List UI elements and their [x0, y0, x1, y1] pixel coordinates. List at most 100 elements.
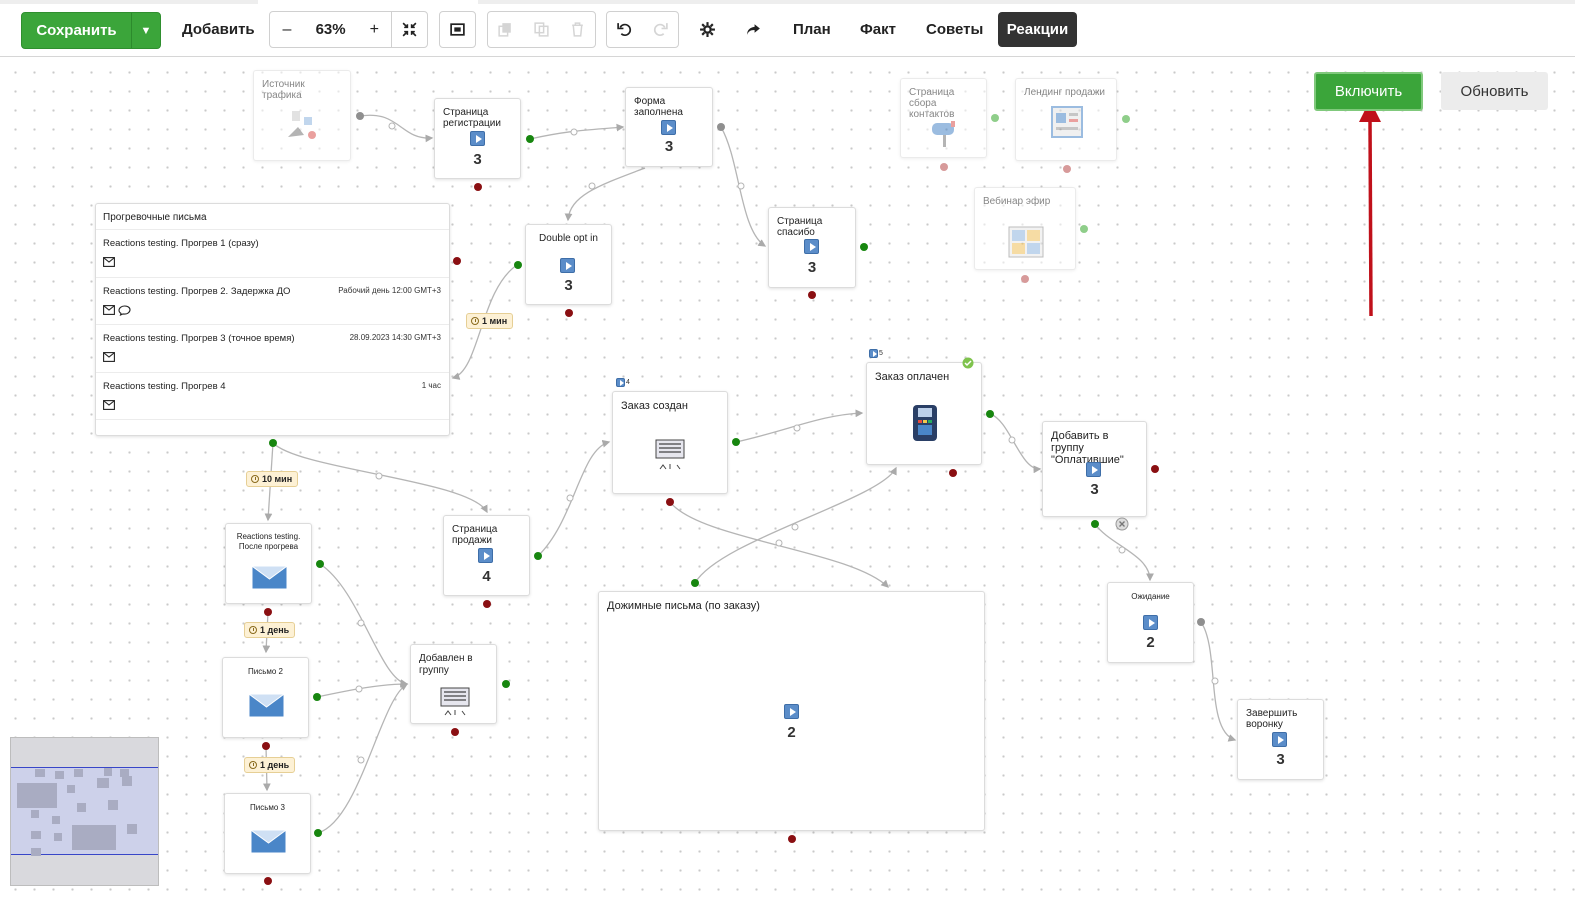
output-connector[interactable] — [949, 469, 957, 477]
node-added-to-group[interactable]: Добавлен в группу — [410, 644, 497, 724]
email-meta: Рабочий день 12:00 GMT+3 — [338, 286, 441, 295]
tab-tips[interactable]: Советы — [926, 21, 984, 38]
envelope-icon — [103, 400, 115, 410]
node-title: Reactions testing. После прогрева — [236, 532, 301, 551]
tab-fact[interactable]: Факт — [860, 21, 896, 38]
badge-count: 5 — [879, 350, 883, 357]
enable-button[interactable]: Включить — [1314, 72, 1423, 111]
output-connector[interactable] — [732, 438, 740, 446]
input-connector[interactable] — [514, 261, 522, 269]
output-connector[interactable] — [314, 829, 322, 837]
output-connector[interactable] — [264, 877, 272, 885]
node-waiting[interactable]: Ожидание 2 — [1107, 582, 1194, 663]
output-connector[interactable] — [262, 742, 270, 750]
node-title: Дожимные письма (по заказу) — [607, 600, 760, 612]
output-connector[interactable] — [940, 163, 948, 171]
output-connector[interactable] — [1080, 225, 1088, 233]
output-connector[interactable] — [264, 608, 272, 616]
play-icon — [661, 120, 676, 135]
output-connector[interactable] — [313, 693, 321, 701]
node-sales-landing[interactable]: Лендинг продажи — [1015, 78, 1117, 161]
email-row[interactable]: Reactions testing. Прогрев 1 (сразу) — [96, 229, 449, 277]
copy-button[interactable] — [488, 12, 524, 47]
tab-plan[interactable]: План — [793, 21, 831, 38]
delay-badge[interactable]: 10 мин — [246, 471, 299, 487]
node-double-opt-in[interactable]: Double opt in 3 — [525, 224, 612, 305]
redo-button[interactable] — [643, 12, 679, 47]
delay-badge[interactable]: 1 день — [244, 622, 296, 638]
node-letter-2[interactable]: Письмо 2 — [222, 657, 309, 738]
delay-badge[interactable]: 1 день — [244, 757, 296, 773]
node-order-created[interactable]: Заказ создан — [612, 391, 728, 494]
node-title: Добавлен в группу — [419, 653, 473, 676]
output-connector[interactable] — [1197, 618, 1205, 626]
tab-reactions[interactable]: Реакции — [998, 12, 1077, 47]
node-count: 3 — [564, 277, 573, 294]
output-connector[interactable] — [1122, 115, 1130, 123]
output-connector[interactable] — [991, 114, 999, 122]
output-connector[interactable] — [356, 112, 364, 120]
minimap[interactable] — [10, 737, 159, 886]
email-row[interactable]: Reactions testing. Прогрев 3 (точное вре… — [96, 324, 449, 372]
output-connector[interactable] — [316, 560, 324, 568]
output-connector[interactable] — [666, 498, 674, 506]
save-button[interactable]: Сохранить — [22, 13, 132, 48]
node-letter-3[interactable]: Письмо 3 — [224, 793, 311, 874]
clock-icon — [251, 475, 259, 483]
play-icon — [804, 239, 819, 254]
zoom-out-button[interactable]: – — [282, 20, 292, 38]
node-finish-funnel[interactable]: Завершить воронку 3 — [1237, 699, 1324, 780]
output-connector[interactable] — [534, 552, 542, 560]
fit-screen-button[interactable] — [391, 12, 427, 47]
node-count: 3 — [664, 138, 674, 155]
delay-badge[interactable]: 1 мин — [466, 313, 514, 329]
node-order-followups[interactable]: Дожимные письма (по заказу) 2 — [598, 591, 985, 831]
settings-button[interactable] — [689, 11, 725, 48]
output-connector[interactable] — [1021, 275, 1029, 283]
delay-label: 1 день — [260, 760, 290, 770]
email-row[interactable]: Reactions testing. Прогрев 4 1 час — [96, 372, 449, 420]
delete-button[interactable] — [559, 12, 595, 47]
output-connector[interactable] — [860, 243, 868, 251]
email-row[interactable]: Reactions testing. Прогрев 2. Задержка Д… — [96, 277, 449, 325]
node-add-to-paid-group[interactable]: Добавить в группу "Оплатившие" 3 — [1042, 421, 1147, 517]
remove-link-icon[interactable] — [1115, 517, 1129, 531]
share-button[interactable] — [735, 11, 771, 48]
play-icon — [478, 548, 493, 563]
output-connector[interactable] — [788, 835, 796, 843]
frame-button[interactable] — [440, 12, 475, 47]
output-connector[interactable] — [986, 410, 994, 418]
save-dropdown-button[interactable]: ▼ — [132, 13, 160, 48]
duplicate-button[interactable] — [524, 12, 560, 47]
output-connector[interactable] — [502, 680, 510, 688]
output-connector[interactable] — [808, 291, 816, 299]
output-connector[interactable] — [565, 309, 573, 317]
output-connector[interactable] — [717, 123, 725, 131]
output-connector[interactable] — [1151, 465, 1159, 473]
undo-button[interactable] — [607, 12, 643, 47]
node-traffic-source[interactable]: Источник трафика — [253, 70, 351, 161]
output-connector[interactable] — [451, 728, 459, 736]
node-after-warmup[interactable]: Reactions testing. После прогрева — [225, 523, 312, 604]
output-connector[interactable] — [474, 183, 482, 191]
output-connector[interactable] — [269, 439, 277, 447]
payment-terminal-icon — [913, 405, 937, 441]
output-connector[interactable] — [526, 135, 534, 143]
input-connector[interactable] — [691, 579, 699, 587]
node-order-paid[interactable]: Заказ оплачен — [866, 357, 982, 465]
node-webinar[interactable]: Вебинар эфир — [974, 187, 1076, 270]
node-thanks-page[interactable]: Страница спасибо 3 — [768, 207, 856, 288]
add-button[interactable]: Добавить — [182, 21, 255, 38]
node-contacts-page[interactable]: Страница сбора контактов — [900, 78, 987, 158]
output-connector[interactable] — [1063, 165, 1071, 173]
refresh-button[interactable]: Обновить — [1441, 72, 1548, 110]
output-connector[interactable] — [453, 257, 461, 265]
node-sales-page[interactable]: Страница продажи 4 — [443, 515, 530, 596]
node-registration-page[interactable]: Страница регистрации 3 — [434, 98, 521, 179]
envelope-icon — [249, 694, 284, 717]
zoom-in-button[interactable]: + — [369, 20, 379, 38]
output-connector[interactable] — [483, 600, 491, 608]
node-form-filled[interactable]: Форма заполнена 3 — [625, 87, 713, 167]
output-connector[interactable] — [1091, 520, 1099, 528]
node-warmup-emails[interactable]: Прогревочные письма Reactions testing. П… — [95, 203, 450, 436]
